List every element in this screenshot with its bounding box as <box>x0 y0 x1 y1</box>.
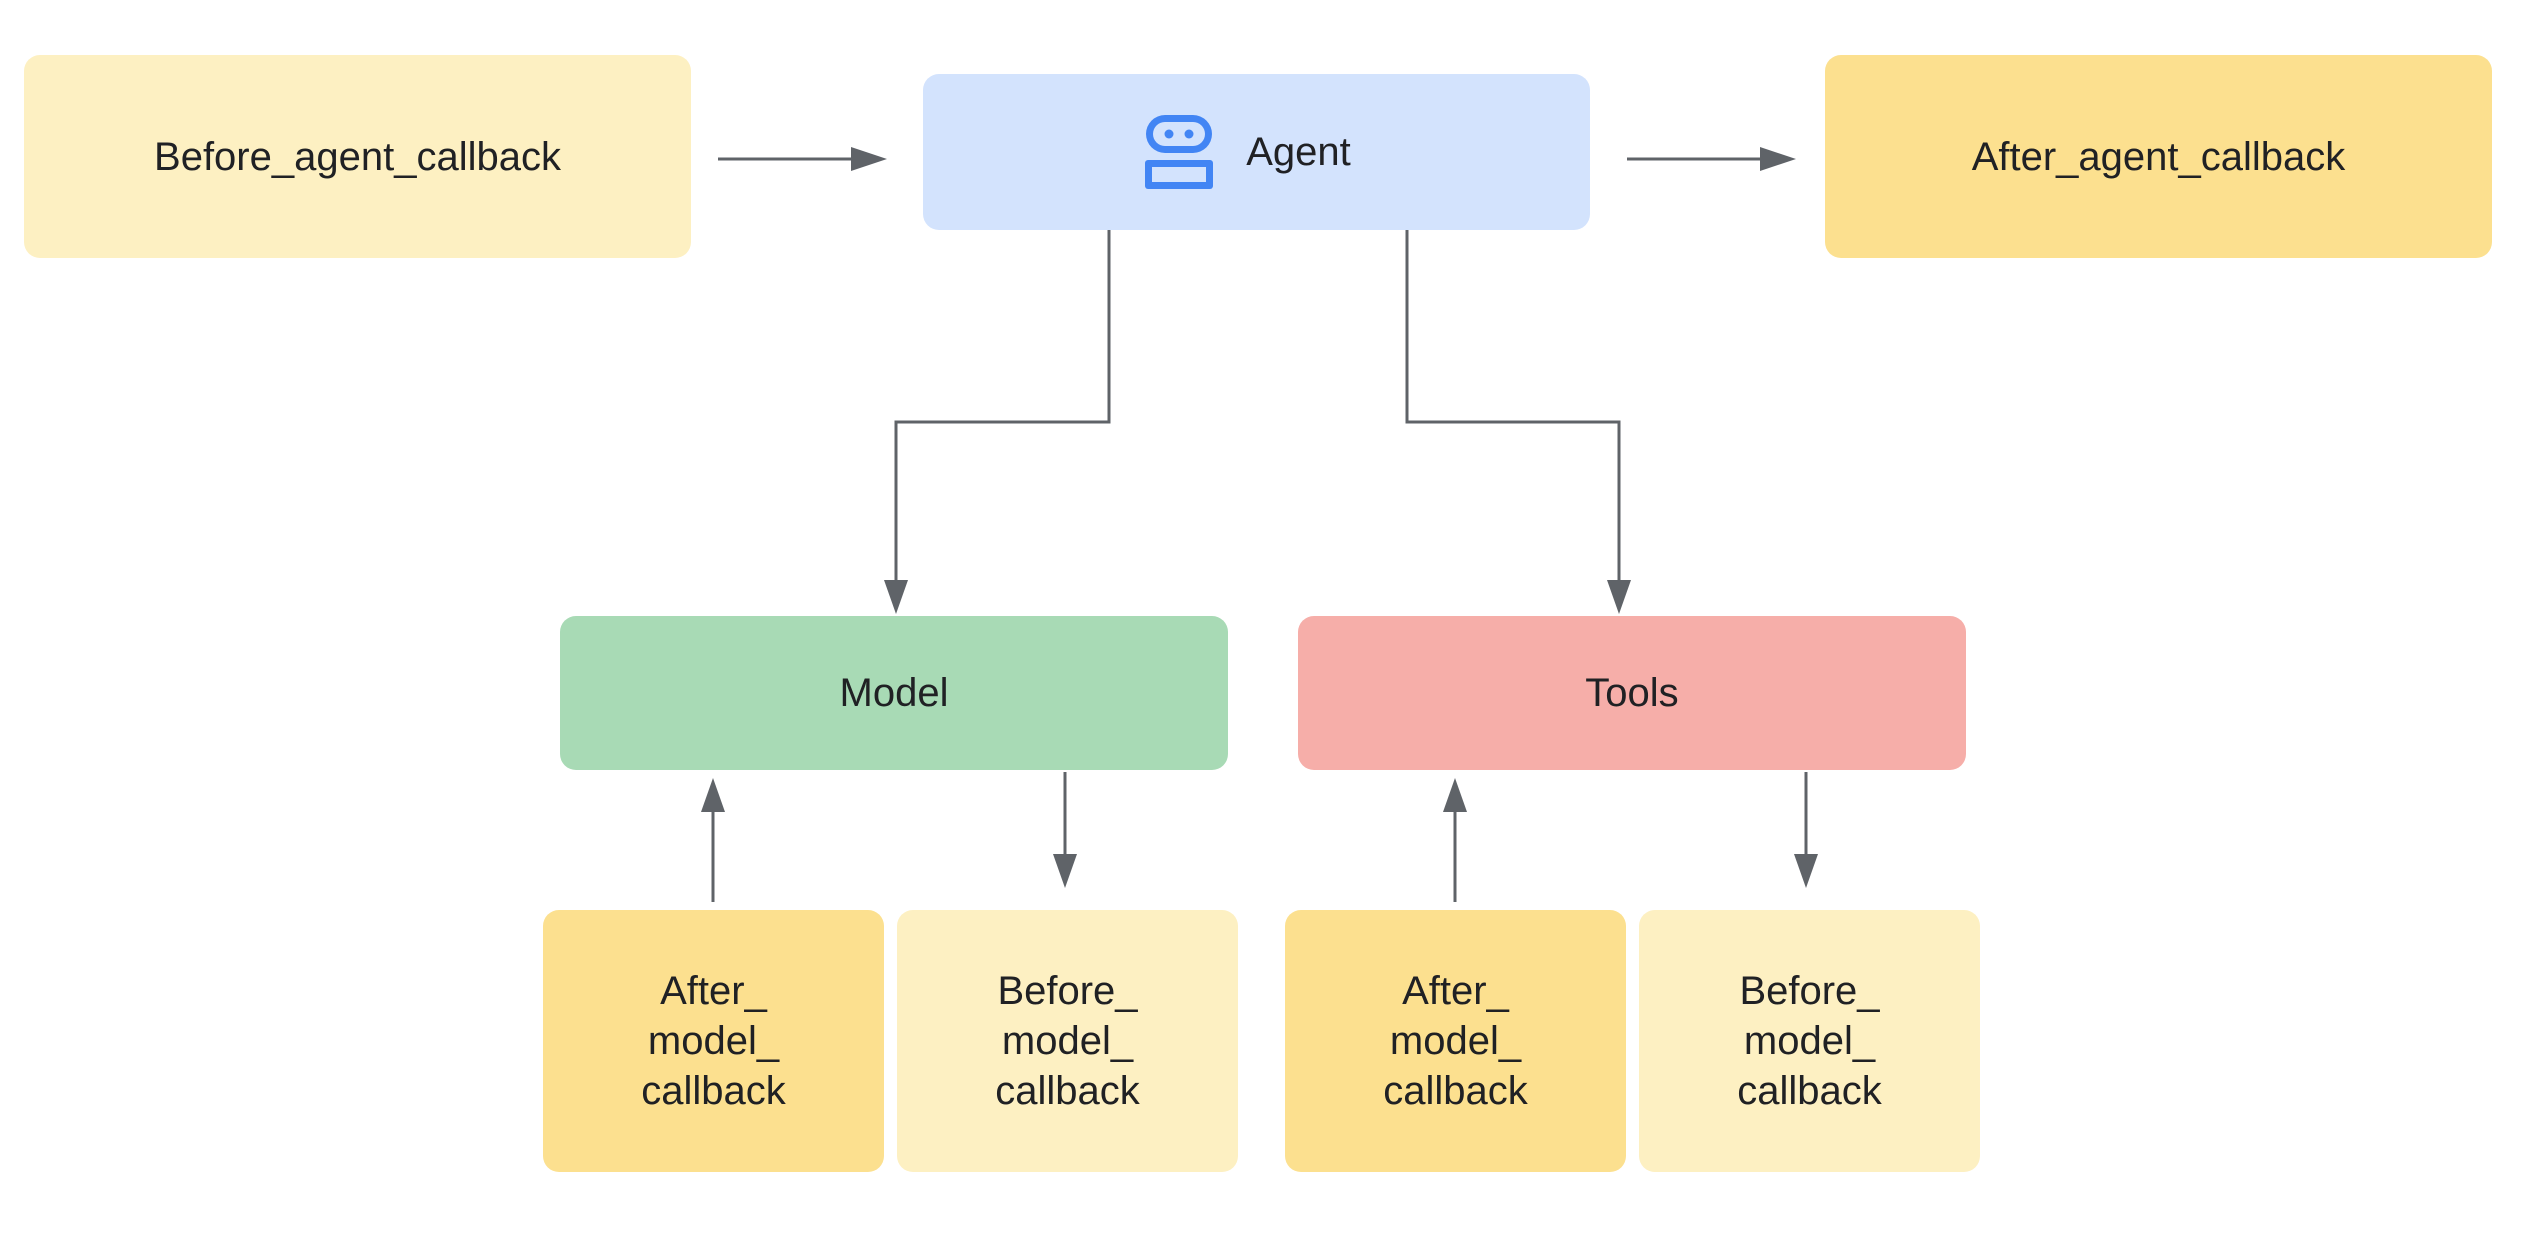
tools-label: Tools <box>1585 671 1679 715</box>
tools-before-callback-label: Before_ model_ callback <box>1737 969 1882 1113</box>
tools-node: Tools <box>1298 616 1966 770</box>
tools-after-callback-label: After_ model_ callback <box>1383 969 1528 1113</box>
model-after-callback-label: After_ model_ callback <box>641 969 786 1113</box>
model-before-callback-label: Before_ model_ callback <box>995 969 1140 1113</box>
edge-agent-to-tools <box>1405 230 1621 585</box>
arrowhead-model-to-model-before <box>1053 854 1077 888</box>
before-agent-callback-label: Before_agent_callback <box>154 134 561 179</box>
agent-node: Agent <box>923 74 1590 230</box>
agent-node-content: Agent <box>1142 112 1351 192</box>
arrowhead-tools-after-to-tools <box>1443 778 1467 812</box>
edge-agent-to-model <box>894 230 1111 585</box>
model-before-callback-node: Before_ model_ callback <box>897 910 1238 1172</box>
arrowhead-model-after-to-model <box>701 778 725 812</box>
after-agent-callback-node: After_agent_callback <box>1825 55 2492 258</box>
robot-icon <box>1145 115 1214 189</box>
arrowhead-agent-to-model <box>884 580 908 614</box>
tools-after-callback-node: After_ model_ callback <box>1285 910 1626 1172</box>
tools-before-callback-node: Before_ model_ callback <box>1639 910 1980 1172</box>
agent-label: Agent <box>1246 130 1351 174</box>
arrowhead-agent-to-after-agent <box>1760 147 1796 171</box>
arrowhead-before-agent-to-agent <box>851 147 887 171</box>
model-label: Model <box>839 671 949 715</box>
model-node: Model <box>560 616 1228 770</box>
before-agent-callback-node: Before_agent_callback <box>24 55 691 258</box>
after-agent-callback-label: After_agent_callback <box>1971 134 2346 179</box>
model-after-callback-node: After_ model_ callback <box>543 910 884 1172</box>
arrowhead-agent-to-tools <box>1607 580 1631 614</box>
arrowhead-tools-to-tools-before <box>1794 854 1818 888</box>
